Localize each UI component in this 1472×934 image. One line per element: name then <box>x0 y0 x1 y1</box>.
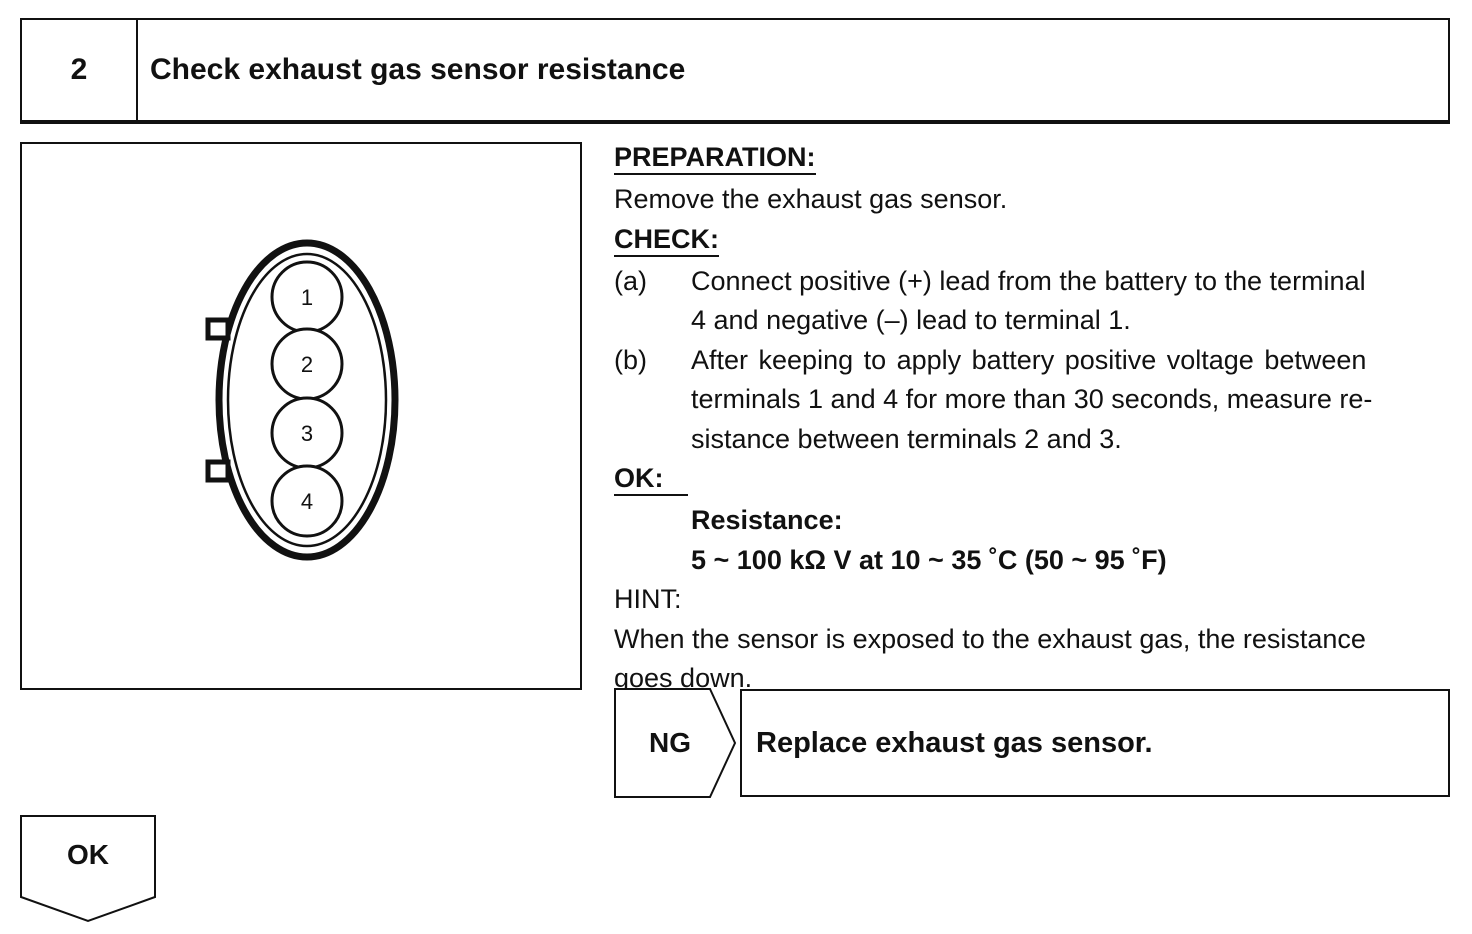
locking-tab-upper <box>205 317 231 341</box>
step-number: 2 <box>22 20 138 120</box>
check-item-line: After keeping to apply battery positive … <box>691 344 1367 375</box>
ng-arrow-shape <box>614 688 737 798</box>
hint-line: When the sensor is exposed to the exhaus… <box>614 623 1366 654</box>
ok-heading: OK: <box>614 462 688 496</box>
check-item-b: (b) After keeping to apply battery posit… <box>614 341 1452 460</box>
check-item-line: 4 and negative (–) lead to terminal 1. <box>691 305 1131 335</box>
step-title: Check exhaust gas sensor resistance <box>150 53 686 86</box>
hint-heading: HINT: <box>614 584 682 614</box>
ok-result-arrow: OK <box>20 815 156 925</box>
check-item-line: terminals 1 and 4 for more than 30 secon… <box>691 384 1373 414</box>
procedure-text: PREPARATION: Remove the exhaust gas sens… <box>614 138 1452 699</box>
pin-label-1: 1 <box>301 285 313 310</box>
pin-label-2: 2 <box>301 352 313 377</box>
spec-label: Resistance: <box>691 505 843 535</box>
connector-outer-housing <box>215 239 399 561</box>
check-item-line: Connect positive (+) lead from the batte… <box>691 265 1366 296</box>
ng-action-text: Replace exhaust gas sensor. <box>756 726 1153 759</box>
pin-label-4: 4 <box>301 489 313 514</box>
check-item-mark: (a) <box>614 265 647 296</box>
sensor-connector-drawing: 1 2 3 4 <box>205 239 399 561</box>
check-heading: CHECK: <box>614 223 719 257</box>
ng-result-arrow: NG <box>614 688 740 798</box>
ok-arrow-shape <box>20 815 156 923</box>
connector-inner-housing <box>226 252 388 548</box>
check-item-line: sistance between terminals 2 and 3. <box>691 423 1122 454</box>
locking-tab-lower <box>205 459 231 483</box>
pin-circle-4 <box>270 464 344 538</box>
pin-label-3: 3 <box>301 421 313 446</box>
check-item-a: (a) Connect positive (+) lead from the b… <box>614 262 1452 341</box>
check-item-mark: (b) <box>614 344 647 375</box>
ng-action-box: Replace exhaust gas sensor. <box>740 689 1450 797</box>
ok-label: OK <box>67 839 109 870</box>
step-header: 2 Check exhaust gas sensor resistance <box>20 18 1450 124</box>
connector-diagram: 1 2 3 4 <box>20 142 582 690</box>
preparation-heading: PREPARATION: <box>614 141 816 175</box>
preparation-text: Remove the exhaust gas sensor. <box>614 184 1008 214</box>
ng-label: NG <box>649 727 691 758</box>
spec-value: 5 ~ 100 kΩ V at 10 ~ 35 ˚C (50 ~ 95 ˚F) <box>691 544 1167 575</box>
